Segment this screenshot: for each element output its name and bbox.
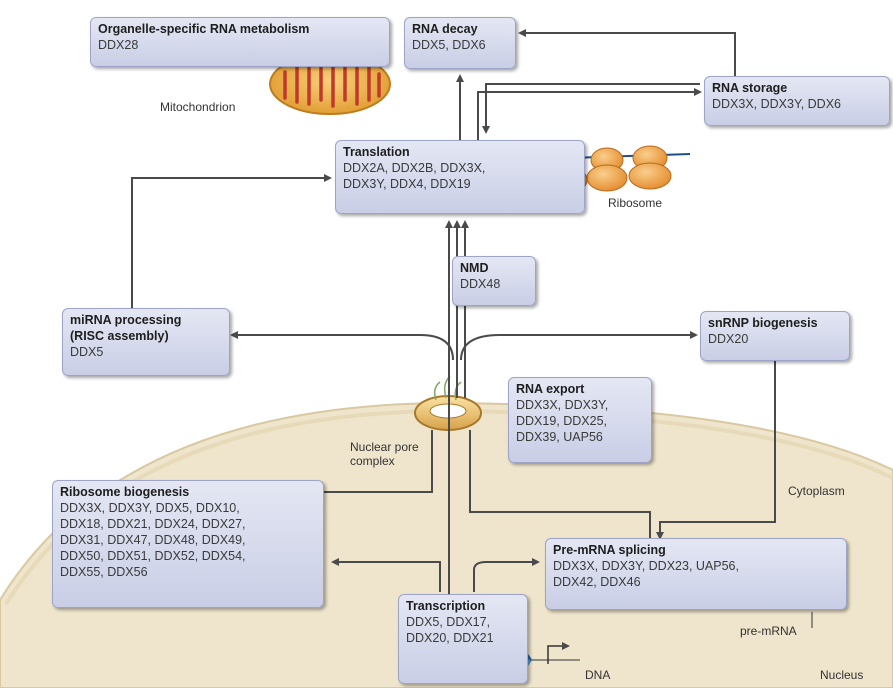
organelle-rna-metabolism-title: Organelle-specific RNA metabolism	[98, 22, 310, 36]
rna-export-title: RNA export	[516, 382, 585, 396]
transcription-box: Transcription DDX5, DDX17, DDX20, DDX21	[398, 594, 528, 684]
dna-label: DNA	[585, 668, 611, 682]
nmd-box: NMD DDX48	[452, 256, 536, 306]
pre-mrna-label: pre-mRNA	[740, 624, 797, 638]
ribosome-biogenesis-genes: DDX3X, DDX3Y, DDX5, DDX10, DDX18, DDX21,…	[60, 501, 246, 579]
rna-storage-title: RNA storage	[712, 81, 788, 95]
rna-decay-box: RNA decay DDX5, DDX6	[404, 17, 516, 69]
mitochondrion-label: Mitochondrion	[160, 100, 236, 114]
snrnp-biogenesis-genes: DDX20	[708, 332, 749, 346]
nuclear-pore-label: Nuclear pore complex	[350, 440, 419, 468]
mirna-processing-title: miRNA processing (RISC assembly)	[70, 313, 182, 343]
rna-storage-genes: DDX3X, DDX3Y, DDX6	[712, 97, 841, 111]
ribosome-label: Ribosome	[608, 196, 663, 210]
organelle-rna-metabolism-genes: DDX28	[98, 38, 139, 52]
rna-decay-genes: DDX5, DDX6	[412, 38, 486, 52]
snrnp-biogenesis-title: snRNP biogenesis	[708, 316, 818, 330]
rna-storage-box: RNA storage DDX3X, DDX3Y, DDX6	[704, 76, 890, 126]
pre-mrna-splicing-genes: DDX3X, DDX3Y, DDX23, UAP56, DDX42, DDX46	[553, 559, 739, 589]
nucleus-label: Nucleus	[820, 668, 864, 682]
nmd-title: NMD	[460, 261, 489, 275]
ribosome-biogenesis-box: Ribosome biogenesis DDX3X, DDX3Y, DDX5, …	[52, 480, 324, 608]
translation-box: Translation DDX2A, DDX2B, DDX3X, DDX3Y, …	[335, 140, 585, 214]
ribosome-biogenesis-title: Ribosome biogenesis	[60, 485, 190, 499]
translation-title: Translation	[343, 145, 410, 159]
rna-decay-title: RNA decay	[412, 22, 478, 36]
cytoplasm-label: Cytoplasm	[788, 484, 845, 498]
transcription-genes: DDX5, DDX17, DDX20, DDX21	[406, 615, 494, 645]
rna-export-genes: DDX3X, DDX3Y, DDX19, DDX25, DDX39, UAP56	[516, 398, 609, 444]
organelle-rna-metabolism-box: Organelle-specific RNA metabolism DDX28	[90, 17, 390, 67]
nmd-genes: DDX48	[460, 277, 501, 291]
mirna-processing-box: miRNA processing (RISC assembly) DDX5	[62, 308, 230, 376]
pre-mrna-splicing-title: Pre-mRNA splicing	[553, 543, 666, 557]
mirna-processing-genes: DDX5	[70, 345, 104, 359]
transcription-title: Transcription	[406, 599, 486, 613]
translation-genes: DDX2A, DDX2B, DDX3X, DDX3Y, DDX4, DDX19	[343, 161, 486, 191]
flow-arrows	[131, 29, 776, 620]
rna-export-box: RNA export DDX3X, DDX3Y, DDX19, DDX25, D…	[508, 377, 652, 463]
snrnp-biogenesis-box: snRNP biogenesis DDX20	[700, 311, 850, 361]
pre-mrna-splicing-box: Pre-mRNA splicing DDX3X, DDX3Y, DDX23, U…	[545, 538, 847, 610]
